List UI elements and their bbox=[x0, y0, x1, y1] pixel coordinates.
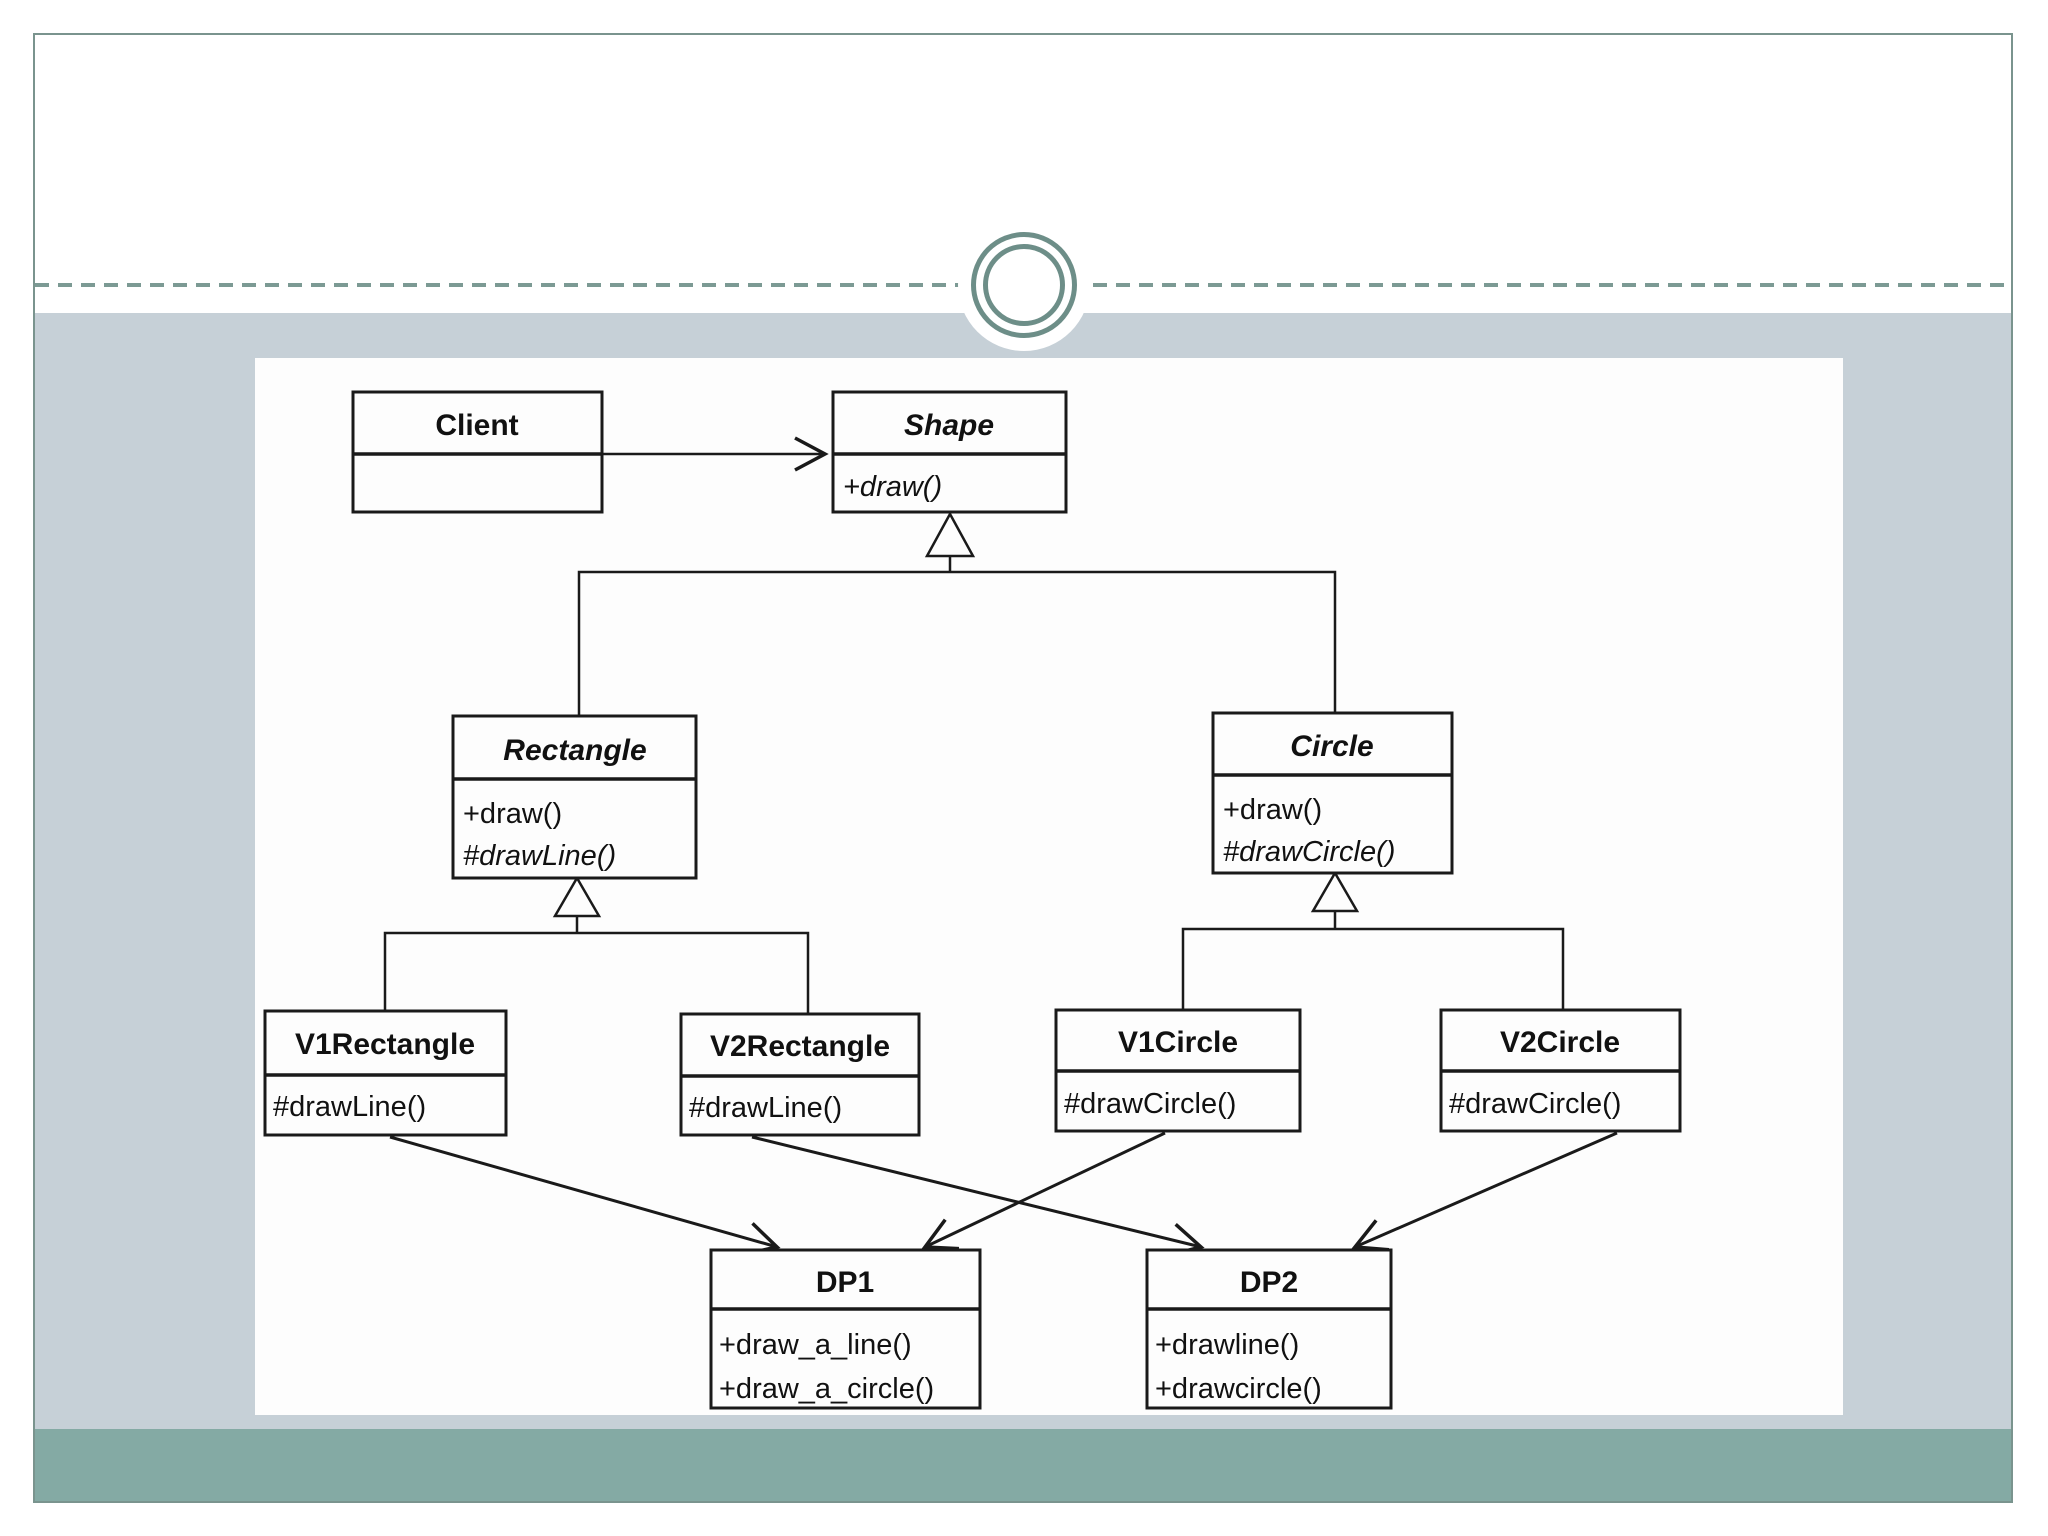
class-method: +drawline() bbox=[1155, 1329, 1299, 1361]
class-box-v1circle: V1Circle #drawCircle() bbox=[1054, 1008, 1302, 1133]
dependency-arrows bbox=[389, 1131, 1618, 1258]
branch-line bbox=[383, 931, 810, 1014]
class-rect bbox=[451, 714, 698, 880]
class-title: DP2 bbox=[1240, 1266, 1298, 1299]
ornament-inner-ring-icon bbox=[983, 244, 1065, 326]
uml-diagram-panel: Client Shape +draw() Rectangle +draw() #… bbox=[255, 358, 1843, 1415]
class-rect bbox=[1145, 1248, 1393, 1410]
class-method: #drawCircle() bbox=[1064, 1088, 1236, 1120]
branch-line bbox=[577, 570, 1337, 716]
class-title: Client bbox=[435, 409, 518, 442]
arrow-v1circle-dp1 bbox=[921, 1131, 1166, 1251]
class-box-dp2: DP2 +drawline() +drawcircle() bbox=[1145, 1248, 1393, 1410]
class-box-circle: Circle +draw() #drawCircle() bbox=[1211, 711, 1454, 875]
arrow-v1rectangle-dp1 bbox=[389, 1135, 781, 1256]
class-title: V2Circle bbox=[1500, 1026, 1620, 1059]
class-title: Circle bbox=[1290, 730, 1373, 763]
class-box-dp1: DP1 +draw_a_line() +draw_a_circle() bbox=[709, 1248, 982, 1410]
class-box-v2circle: V2Circle #drawCircle() bbox=[1439, 1008, 1682, 1133]
slide-frame: Client Shape +draw() Rectangle +draw() #… bbox=[33, 33, 2013, 1503]
class-title: DP1 bbox=[816, 1266, 874, 1299]
arrow-v2rectangle-dp2 bbox=[751, 1135, 1205, 1258]
uml-class-diagram: Client Shape +draw() Rectangle +draw() #… bbox=[263, 390, 1682, 1410]
class-method: +draw() bbox=[463, 798, 562, 830]
class-title: V1Circle bbox=[1118, 1026, 1238, 1059]
footer-band bbox=[35, 1429, 2011, 1501]
class-box-v2rectangle: V2Rectangle #drawLine() bbox=[679, 1012, 921, 1137]
generalization-to-shape bbox=[577, 511, 1337, 716]
class-title: Rectangle bbox=[503, 734, 646, 767]
class-title: V1Rectangle bbox=[295, 1028, 475, 1061]
class-rect bbox=[1211, 711, 1454, 875]
class-box-rectangle: Rectangle +draw() #drawLine() bbox=[451, 714, 698, 880]
class-box-v1rectangle: V1Rectangle #drawLine() bbox=[263, 1009, 508, 1137]
class-method: #drawCircle() bbox=[1449, 1088, 1621, 1120]
class-method: +draw_a_line() bbox=[719, 1329, 912, 1361]
inheritance-triangle-icon bbox=[1310, 870, 1360, 913]
class-method: +draw() bbox=[843, 471, 942, 503]
class-rect bbox=[263, 1009, 508, 1137]
class-box-client: Client bbox=[351, 390, 604, 514]
class-method: #drawLine() bbox=[689, 1092, 842, 1124]
class-method: #drawLine() bbox=[273, 1091, 426, 1123]
inheritance-triangle-icon bbox=[552, 875, 602, 918]
class-rect bbox=[351, 390, 604, 514]
arrow-v2circle-dp2 bbox=[1351, 1131, 1618, 1252]
class-method: +draw() bbox=[1223, 794, 1322, 826]
class-method: #drawCircle() bbox=[1223, 836, 1395, 868]
ornament-outer-ring-icon bbox=[971, 232, 1077, 338]
class-title: Shape bbox=[904, 409, 994, 442]
generalization-to-rectangle bbox=[383, 875, 810, 1014]
class-box-shape: Shape +draw() bbox=[831, 390, 1068, 514]
class-method: #drawLine() bbox=[463, 840, 616, 872]
class-rect bbox=[831, 390, 1068, 514]
class-rect bbox=[709, 1248, 982, 1410]
generalization-to-circle bbox=[1181, 870, 1565, 1010]
class-method: +drawcircle() bbox=[1155, 1373, 1322, 1405]
branch-line bbox=[1181, 927, 1565, 1010]
inheritance-triangle-icon bbox=[924, 511, 976, 558]
class-title: V2Rectangle bbox=[710, 1030, 890, 1063]
class-method: +draw_a_circle() bbox=[719, 1373, 934, 1405]
